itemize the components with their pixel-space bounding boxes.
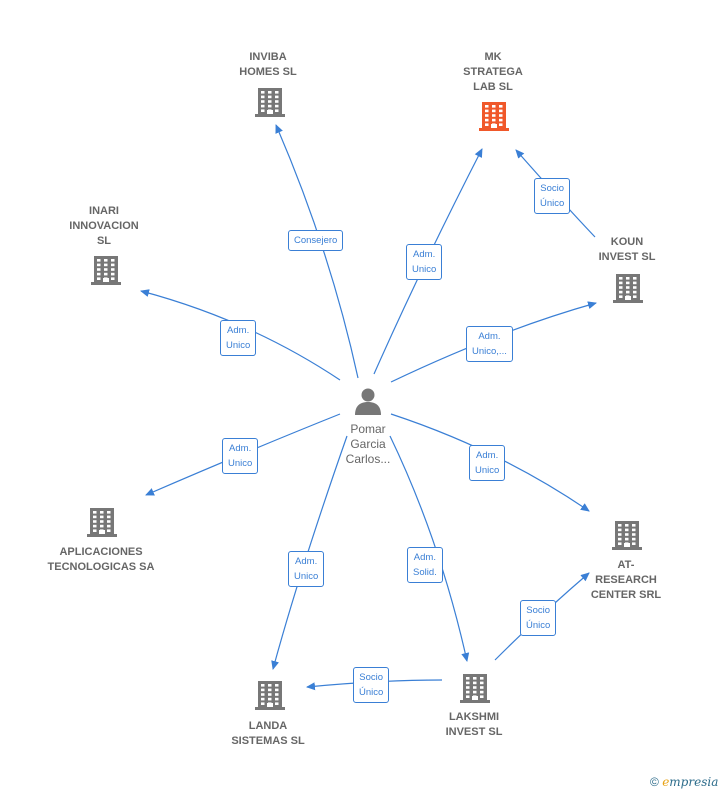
company-label-aplicaciones[interactable]: APLICACIONES TECNOLOGICAS SA — [47, 546, 155, 573]
edge-label-center-landa[interactable]: Adm. Unico — [288, 551, 325, 587]
edge-label-center-at[interactable]: Adm. Unico — [469, 445, 506, 481]
copyright-symbol: © — [650, 775, 659, 789]
edge-label-center-inviba[interactable]: Consejero — [288, 230, 344, 251]
company-label-landa[interactable]: LANDA SISTEMAS SL — [231, 720, 305, 747]
edge-label-center-aplicaciones[interactable]: Adm. Unico — [222, 438, 259, 474]
company-label-lakshmi[interactable]: LAKSHMI INVEST SL — [445, 711, 503, 738]
building-icon[interactable] — [87, 506, 117, 543]
edge-label-lakshmi-landa[interactable]: Socio Único — [353, 667, 390, 703]
building-icon[interactable] — [479, 100, 509, 137]
brand-logo-text: mpresia — [669, 775, 719, 789]
person-icon[interactable] — [353, 386, 383, 421]
edge-label-center-lakshmi[interactable]: Adm. Solid. — [407, 547, 443, 583]
edge-label-center-koun[interactable]: Adm. Unico,... — [466, 326, 513, 362]
edge-label-center-mk[interactable]: Adm. Unico — [406, 244, 443, 280]
footer-brand: © empresia — [650, 775, 718, 789]
building-icon[interactable] — [612, 519, 642, 556]
edge-label-center-inari[interactable]: Adm. Unico — [220, 320, 257, 356]
center-person-label[interactable]: Pomar Garcia Carlos... — [345, 422, 391, 466]
building-icon[interactable] — [613, 272, 643, 309]
company-label-koun[interactable]: KOUN INVEST SL — [598, 236, 656, 263]
company-label-mk[interactable]: MK STRATEGA LAB SL — [463, 51, 523, 93]
company-label-inviba[interactable]: INVIBA HOMES SL — [239, 51, 297, 78]
company-label-inari[interactable]: INARI INNOVACION SL — [69, 205, 139, 247]
building-icon[interactable] — [460, 672, 490, 709]
building-icon[interactable] — [255, 86, 285, 123]
building-icon[interactable] — [91, 254, 121, 291]
building-icon[interactable] — [255, 679, 285, 716]
edge-label-koun-mk[interactable]: Socio Único — [534, 178, 571, 214]
edge-label-lakshmi-at[interactable]: Socio Único — [520, 600, 557, 636]
edge-center-lakshmi — [389, 435, 470, 662]
brand-logo-e: e — [662, 775, 670, 789]
company-label-at[interactable]: AT- RESEARCH CENTER SRL — [590, 559, 662, 601]
edge-center-inviba — [275, 124, 359, 379]
